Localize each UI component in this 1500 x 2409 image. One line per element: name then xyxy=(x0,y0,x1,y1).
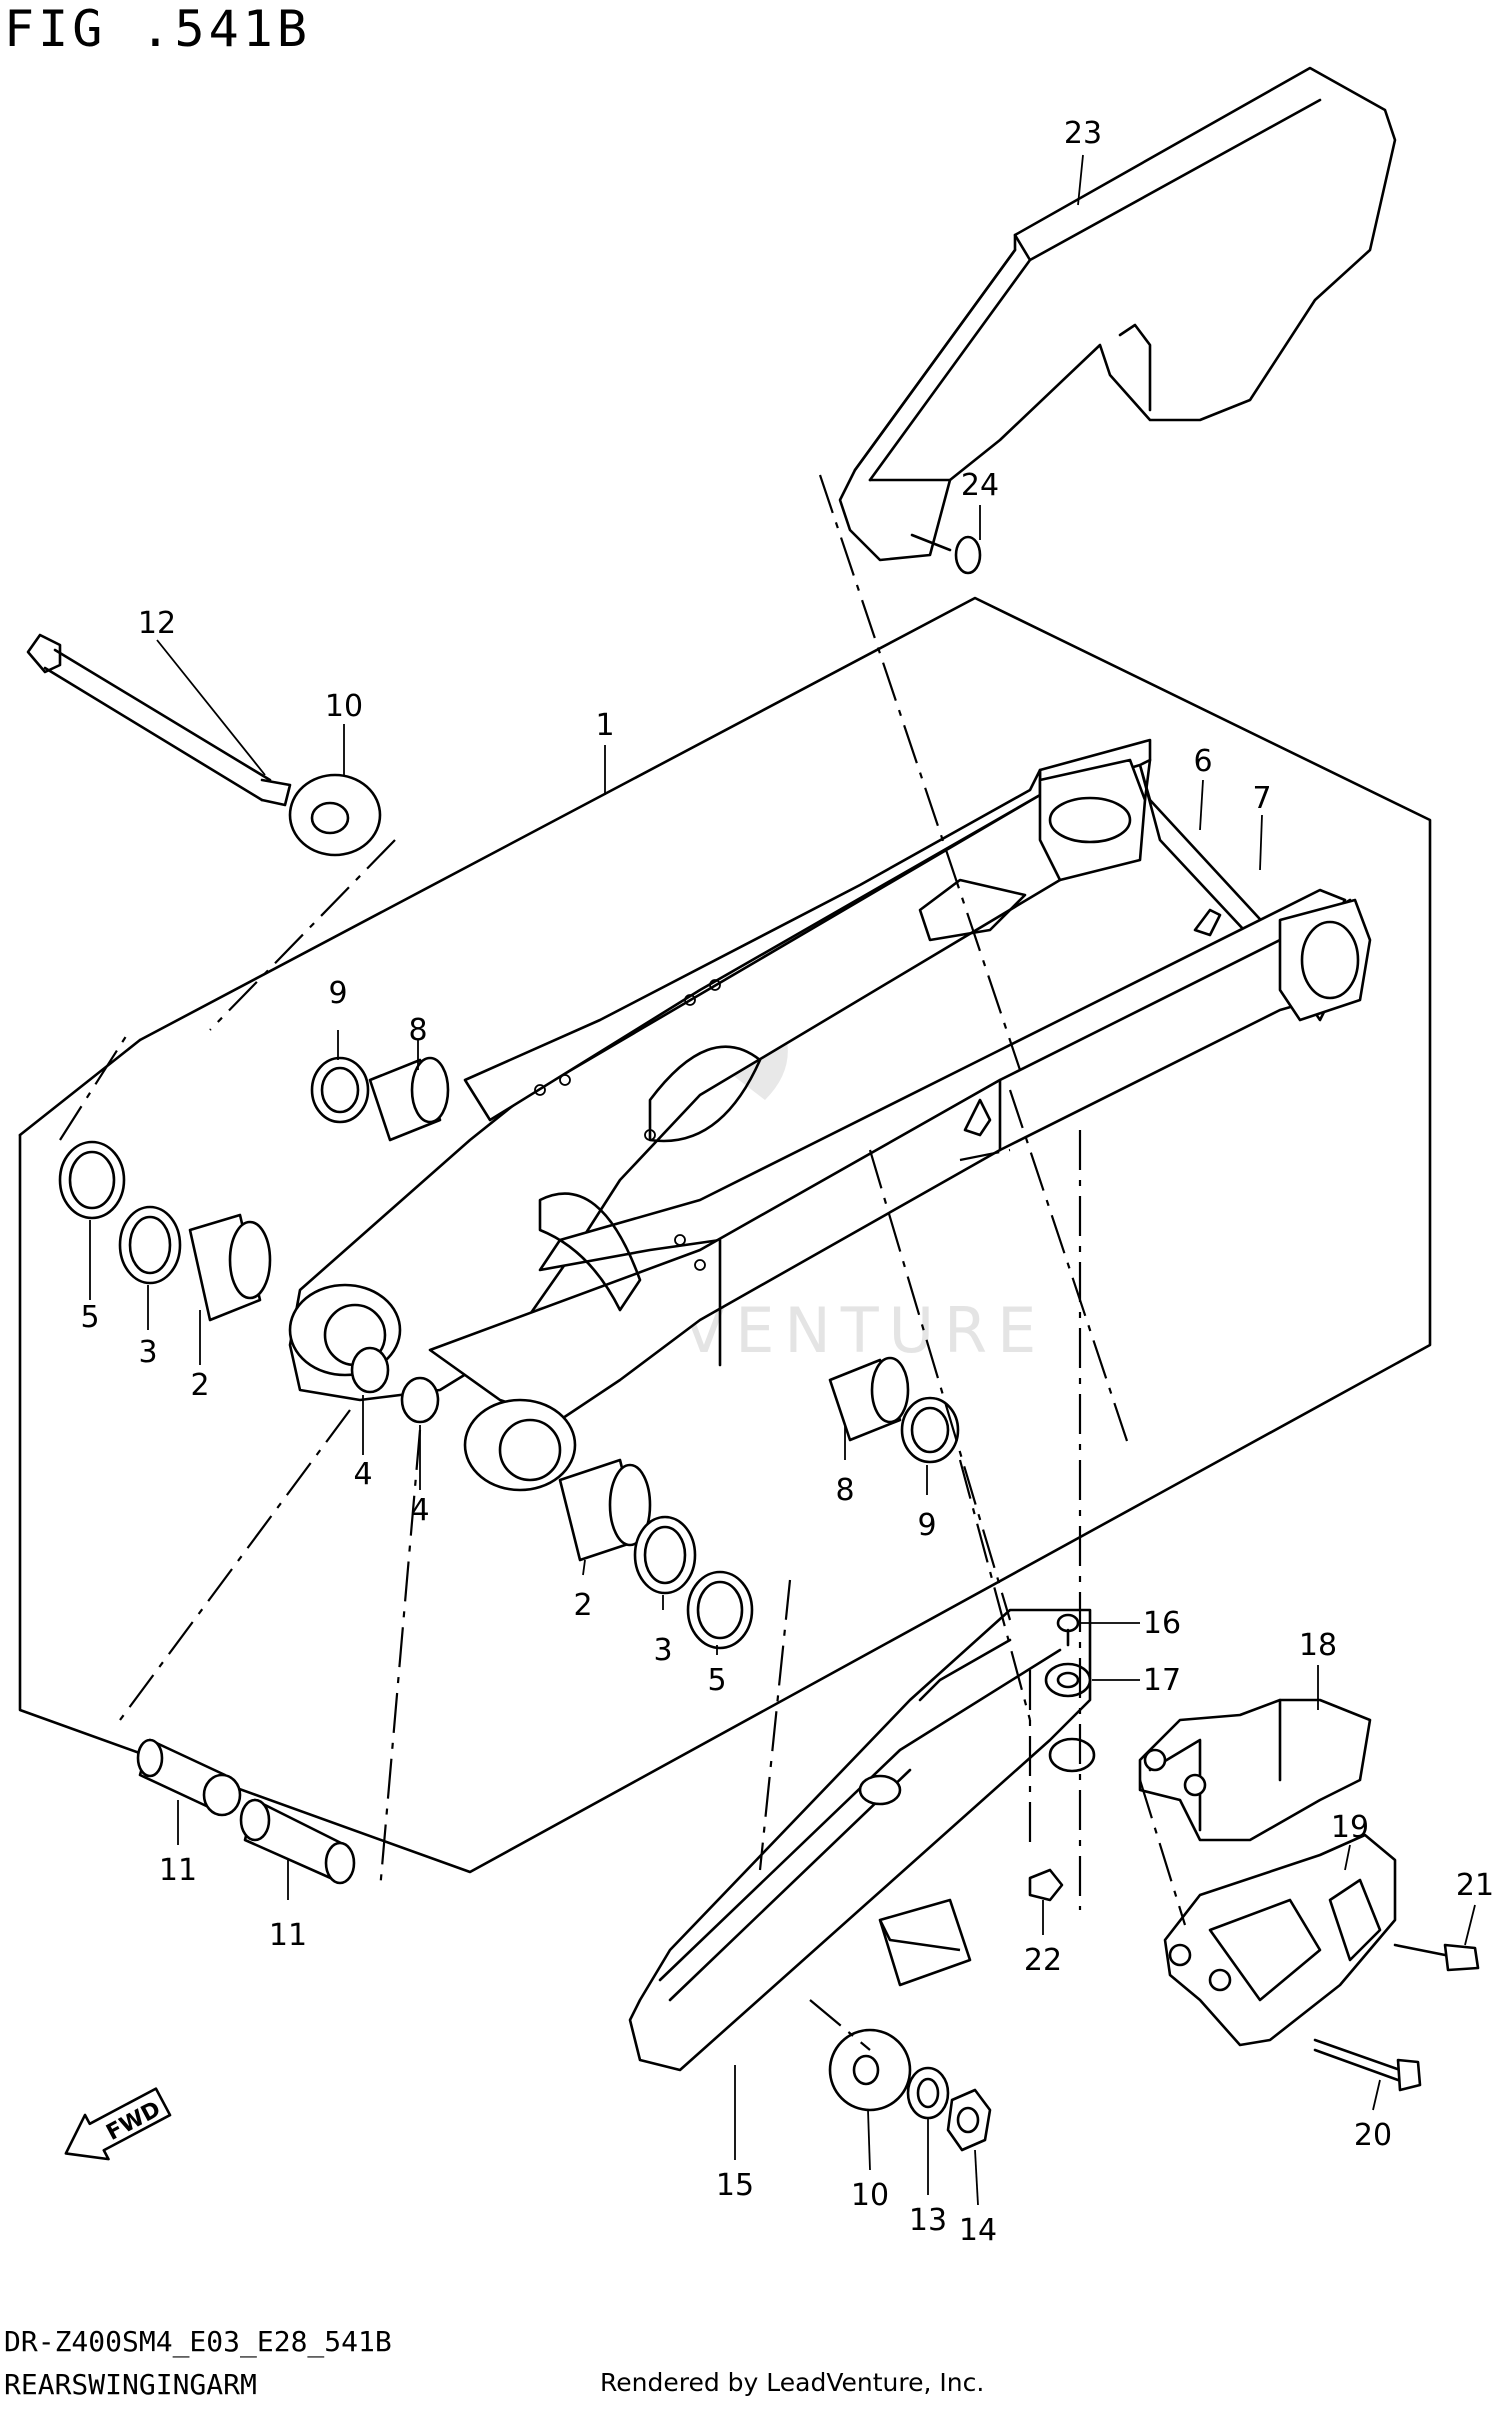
figure-title: FIG .541B xyxy=(4,0,311,58)
chain-slider[interactable] xyxy=(628,1608,1096,2072)
washer-10-top[interactable] xyxy=(288,773,382,857)
callout-20: 20 xyxy=(1354,2118,1392,2153)
callout-22: 22 xyxy=(1024,1943,1062,1978)
callout-9-top: 9 xyxy=(328,976,347,1011)
callout-4-left: 4 xyxy=(353,1457,372,1492)
chain-case[interactable] xyxy=(838,66,1397,562)
callout-3-left: 3 xyxy=(138,1335,157,1370)
callout-15: 15 xyxy=(716,2168,754,2203)
callout-9-bottom: 9 xyxy=(917,1508,936,1543)
swingarm[interactable] xyxy=(288,738,1372,1492)
callout-1: 1 xyxy=(595,708,614,743)
callout-3-right: 3 xyxy=(653,1633,672,1668)
render-credit: Rendered by LeadVenture, Inc. xyxy=(600,2368,985,2397)
pivot-parts-right[interactable] xyxy=(558,1458,754,1650)
callout-12: 12 xyxy=(138,606,176,641)
callout-14: 14 xyxy=(959,2213,997,2248)
collars[interactable] xyxy=(136,1738,356,1885)
callout-5-left: 5 xyxy=(80,1300,99,1335)
section-name: REARSWINGINGARM xyxy=(4,2368,257,2401)
callout-11-left: 11 xyxy=(159,1853,197,1888)
shock-bearing-parts[interactable] xyxy=(310,1056,960,1464)
chain-guide-19[interactable] xyxy=(1163,1833,1397,2047)
callout-18: 18 xyxy=(1299,1628,1337,1663)
callout-10-top: 10 xyxy=(325,689,363,724)
model-code: DR-Z400SM4_E03_E28_541B xyxy=(4,2325,392,2358)
callout-2-left: 2 xyxy=(190,1368,209,1403)
callout-21: 21 xyxy=(1456,1868,1494,1903)
callout-7: 7 xyxy=(1252,781,1271,816)
centerlines xyxy=(59,474,1187,2051)
callout-numbers: 23 24 12 10 1 6 7 9 8 5 3 2 4 4 8 9 2 3 … xyxy=(80,116,1494,2248)
callout-24: 24 xyxy=(961,468,999,503)
chain-guide-18[interactable] xyxy=(1138,1698,1372,1842)
assembly-frame xyxy=(18,596,1432,1874)
callout-19: 19 xyxy=(1331,1810,1369,1845)
leader-lines xyxy=(89,154,1476,2206)
callout-13: 13 xyxy=(909,2203,947,2238)
fwd-arrow: FWD xyxy=(64,2087,172,2161)
callout-8-bottom: 8 xyxy=(835,1473,854,1508)
callout-6: 6 xyxy=(1193,744,1212,779)
callout-23: 23 xyxy=(1064,116,1102,151)
callout-8-top: 8 xyxy=(408,1013,427,1048)
callout-2-right: 2 xyxy=(573,1588,592,1623)
chain-case-bolt[interactable] xyxy=(910,533,982,575)
callout-5-right: 5 xyxy=(707,1663,726,1698)
slider-fasteners[interactable] xyxy=(828,2028,992,2152)
chain-guide-bolts[interactable] xyxy=(1313,1943,1480,2092)
callout-10-bottom: 10 xyxy=(851,2178,889,2213)
callout-4-right: 4 xyxy=(410,1493,429,1528)
small-fasteners[interactable] xyxy=(1028,1613,1092,1902)
pivot-parts-left[interactable] xyxy=(58,1140,440,1424)
callout-17: 17 xyxy=(1143,1663,1181,1698)
callout-11-right: 11 xyxy=(269,1918,307,1953)
pivot-shaft[interactable] xyxy=(26,633,292,807)
callout-16: 16 xyxy=(1143,1606,1181,1641)
